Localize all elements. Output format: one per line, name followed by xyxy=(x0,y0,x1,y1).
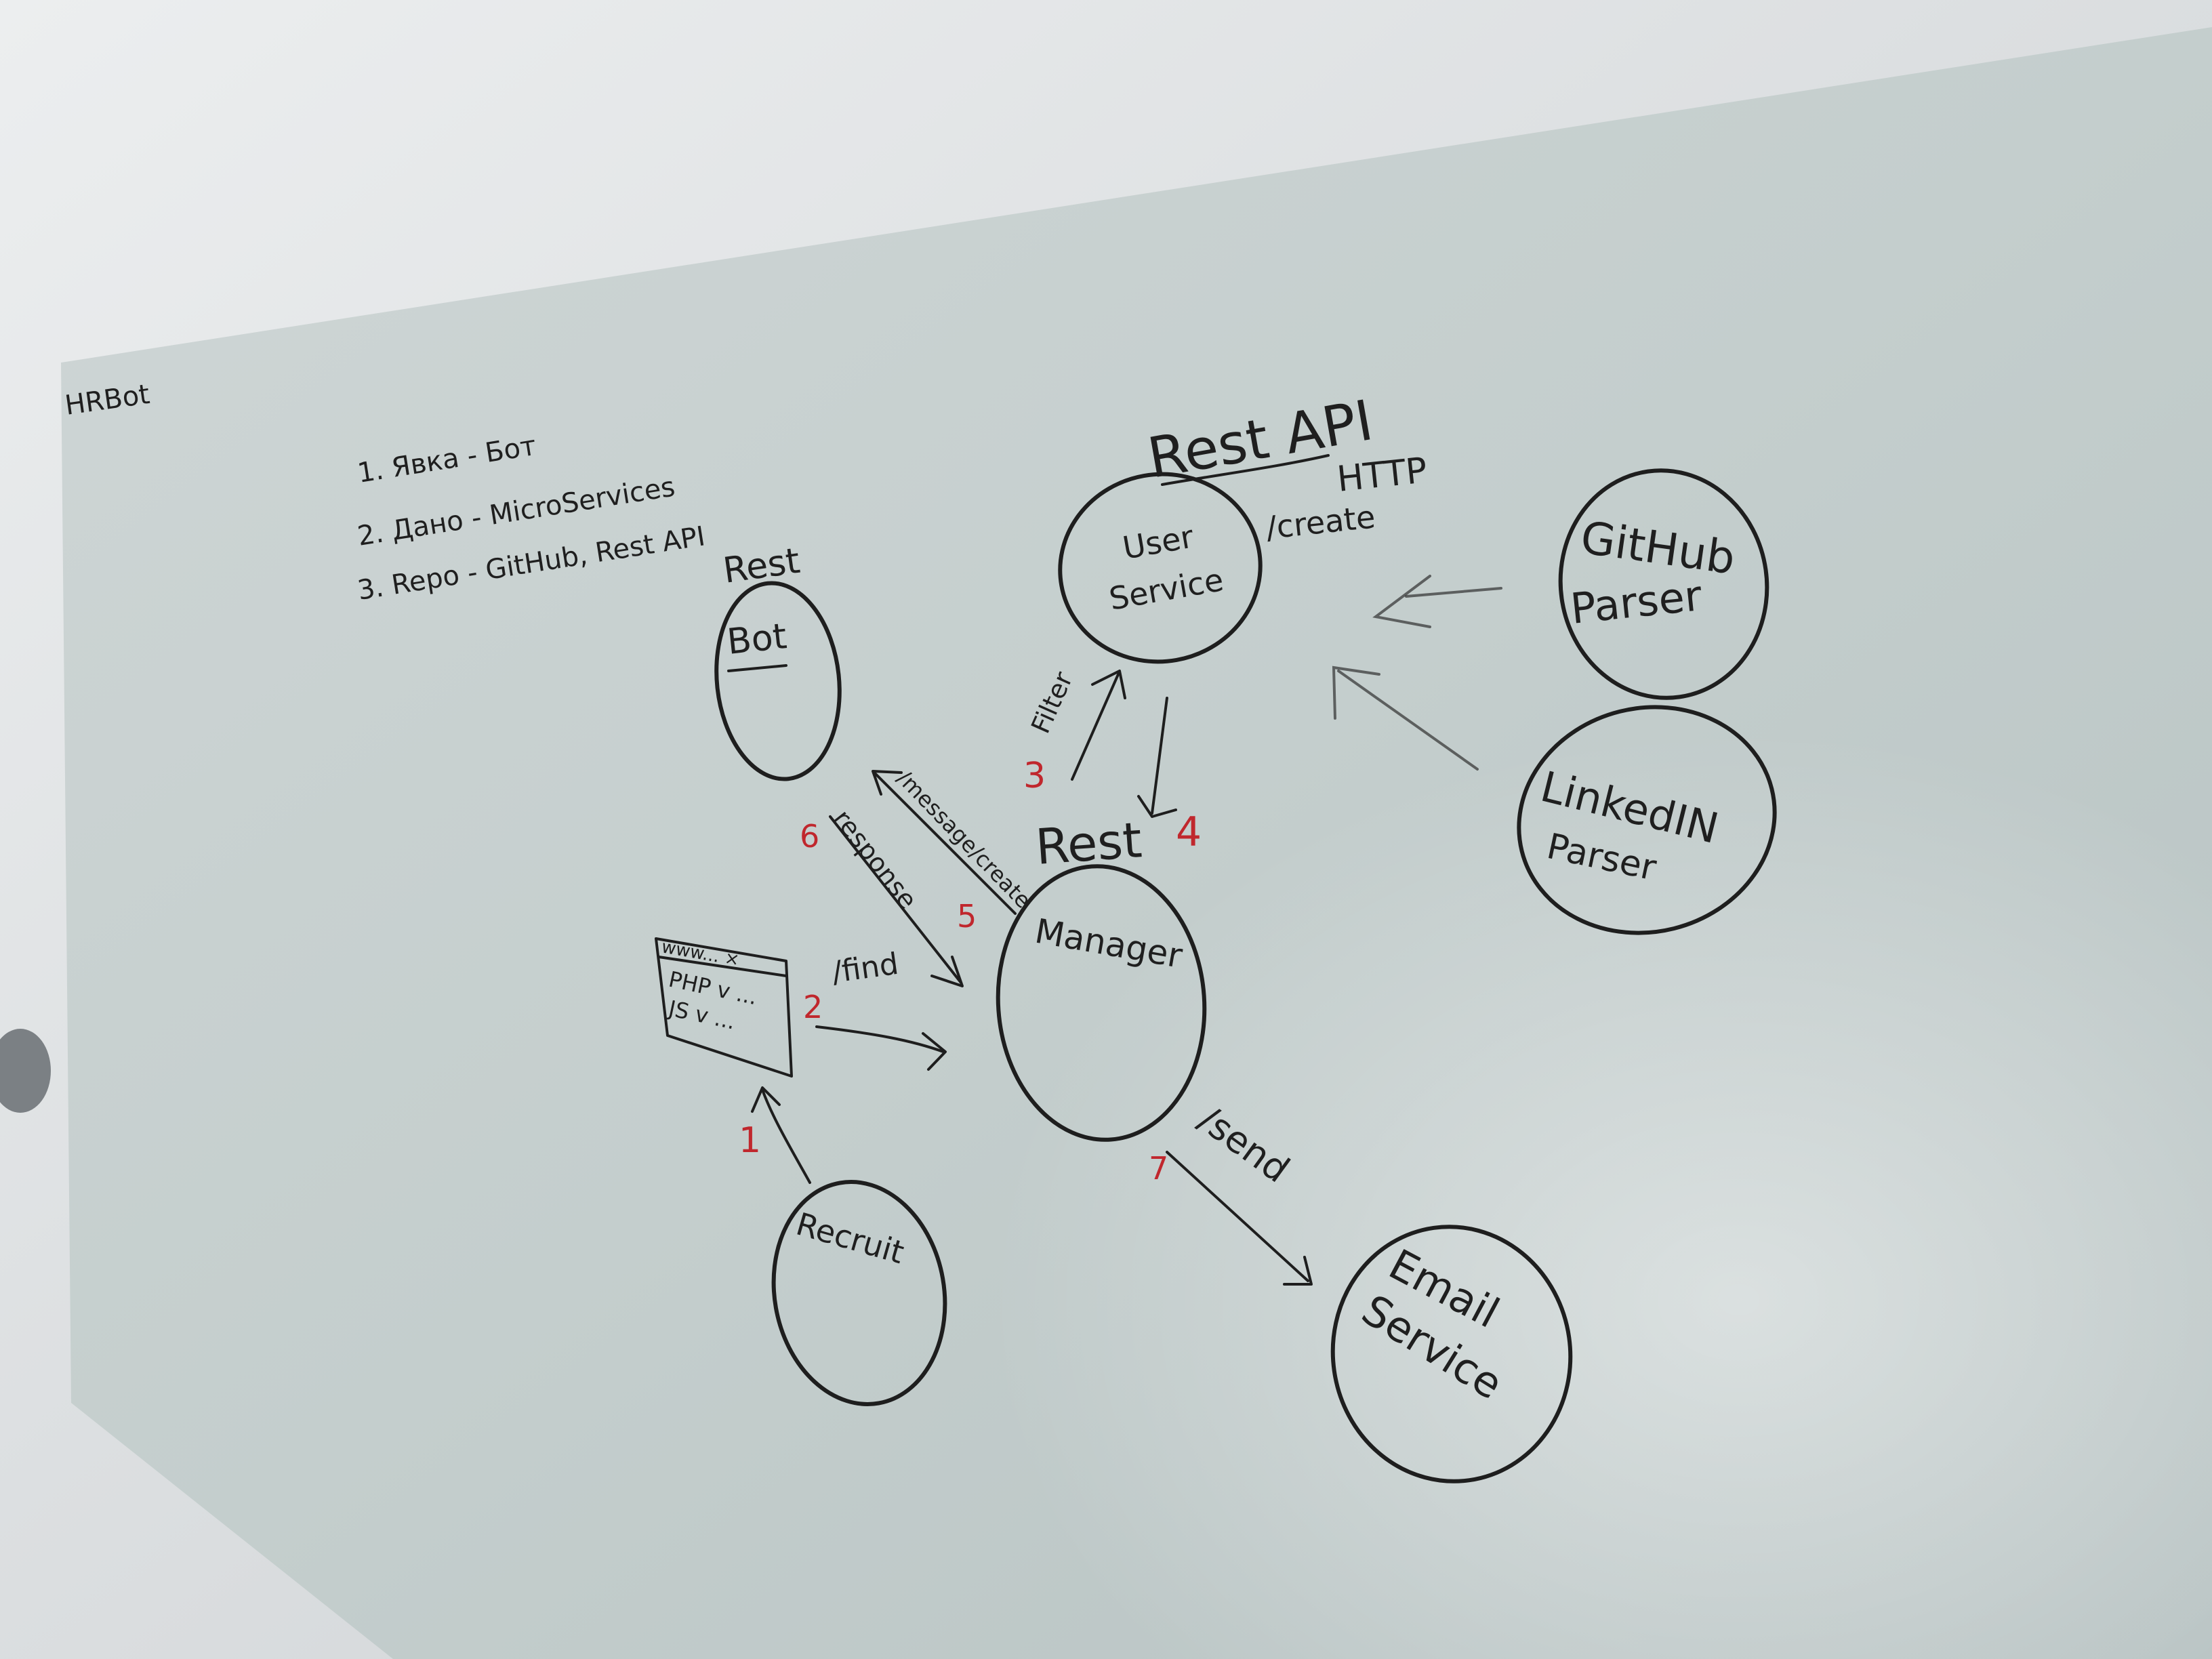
bot-circle xyxy=(714,581,842,781)
user-service-node: Rest API HTTP User Service /create xyxy=(1058,388,1429,664)
linkedin-parser-circle xyxy=(1517,705,1777,935)
form-header-line xyxy=(657,956,787,977)
github-parser-circle xyxy=(1558,468,1769,700)
step-2: 2 xyxy=(803,989,823,1025)
manager-circle xyxy=(996,864,1207,1142)
recruit-circle xyxy=(771,1180,947,1406)
bot-underline xyxy=(727,664,787,672)
whiteboard-glare xyxy=(61,27,2212,1659)
edge-linkedin-to-user-service xyxy=(1332,665,1479,771)
form-frame xyxy=(655,937,793,1078)
manager-rest-label: Rest xyxy=(1033,811,1143,876)
step-4: 4 xyxy=(1176,808,1202,856)
edge-user-service-to-manager: 4 xyxy=(1137,697,1202,856)
email-service-circle xyxy=(1330,1225,1573,1483)
step-1: 1 xyxy=(739,1120,761,1161)
wall-hook xyxy=(0,1029,51,1113)
edge-recruit-to-form: 1 xyxy=(739,1086,811,1184)
step-3: 3 xyxy=(1023,756,1046,796)
user-service-circle xyxy=(1058,472,1263,664)
step-7: 7 xyxy=(1149,1150,1168,1187)
http-label: HTTP xyxy=(1335,450,1429,500)
step-6: 6 xyxy=(800,818,819,855)
rest-api-underline xyxy=(1161,454,1330,486)
edge-github-to-user-service xyxy=(1372,575,1502,628)
step-5: 5 xyxy=(957,898,977,935)
bot-label: Bot xyxy=(725,616,789,663)
